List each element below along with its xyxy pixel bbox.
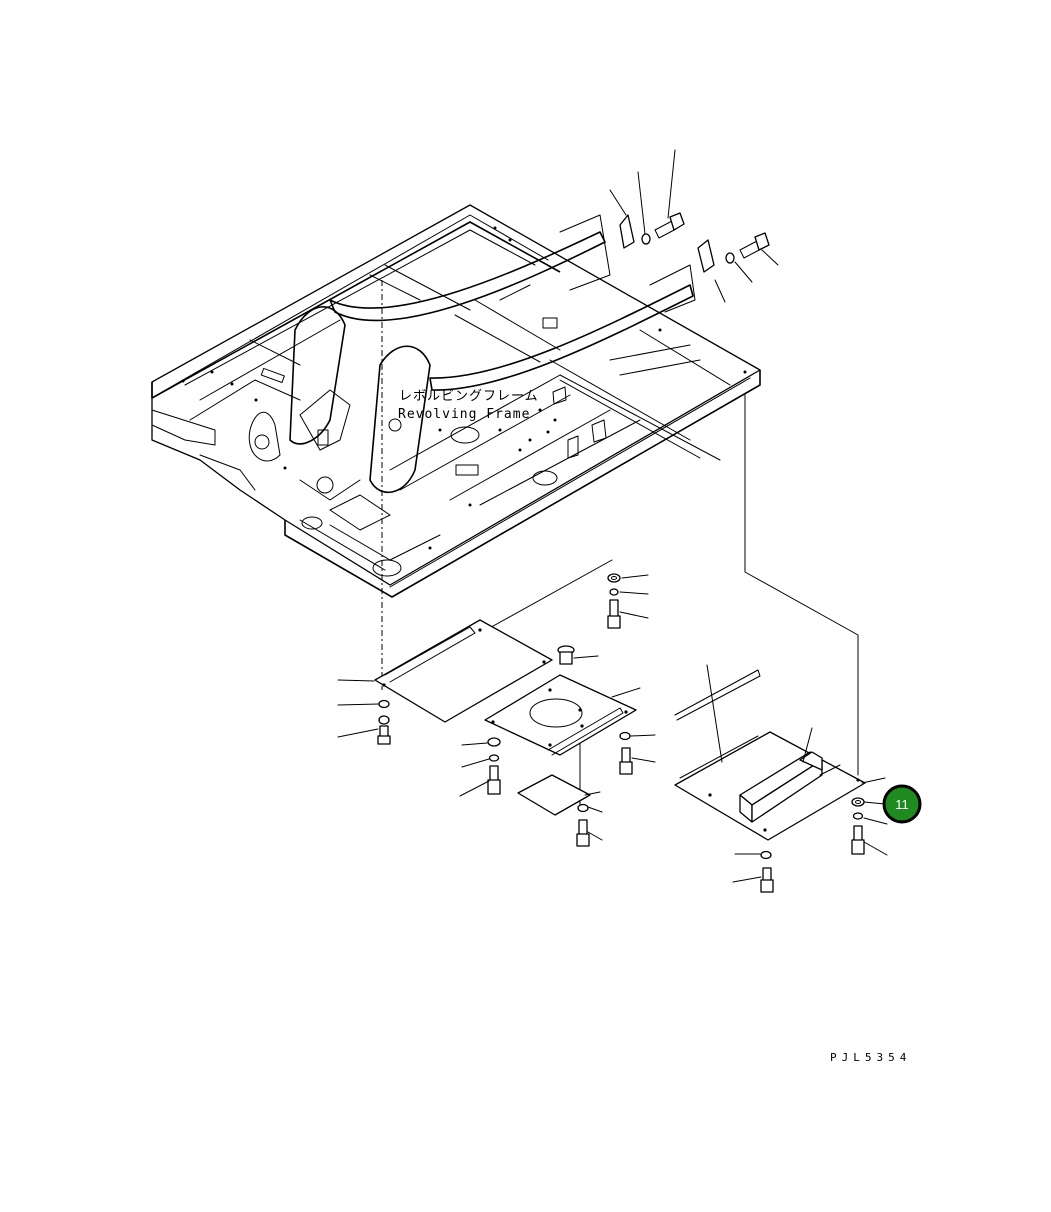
callout-number[interactable]: 11	[895, 797, 909, 812]
frame-holes	[181, 226, 747, 550]
cover-plate-center	[484, 674, 641, 756]
revolving-frame	[151, 204, 761, 598]
top-brackets	[609, 149, 779, 303]
callout-circle[interactable]	[882, 784, 922, 824]
frame-label-jp: レボルビングフレーム	[399, 389, 539, 404]
cover-plate-right	[674, 664, 886, 841]
frame-label-en: Revolving Frame	[398, 407, 530, 422]
callout-badge-11[interactable]: 11	[882, 784, 922, 824]
cover-plate-left	[374, 619, 553, 723]
drawing-code: PJL5354	[830, 1051, 911, 1064]
locating-pin	[557, 645, 599, 665]
fasteners	[337, 573, 888, 893]
small-cover-plate	[517, 774, 601, 816]
